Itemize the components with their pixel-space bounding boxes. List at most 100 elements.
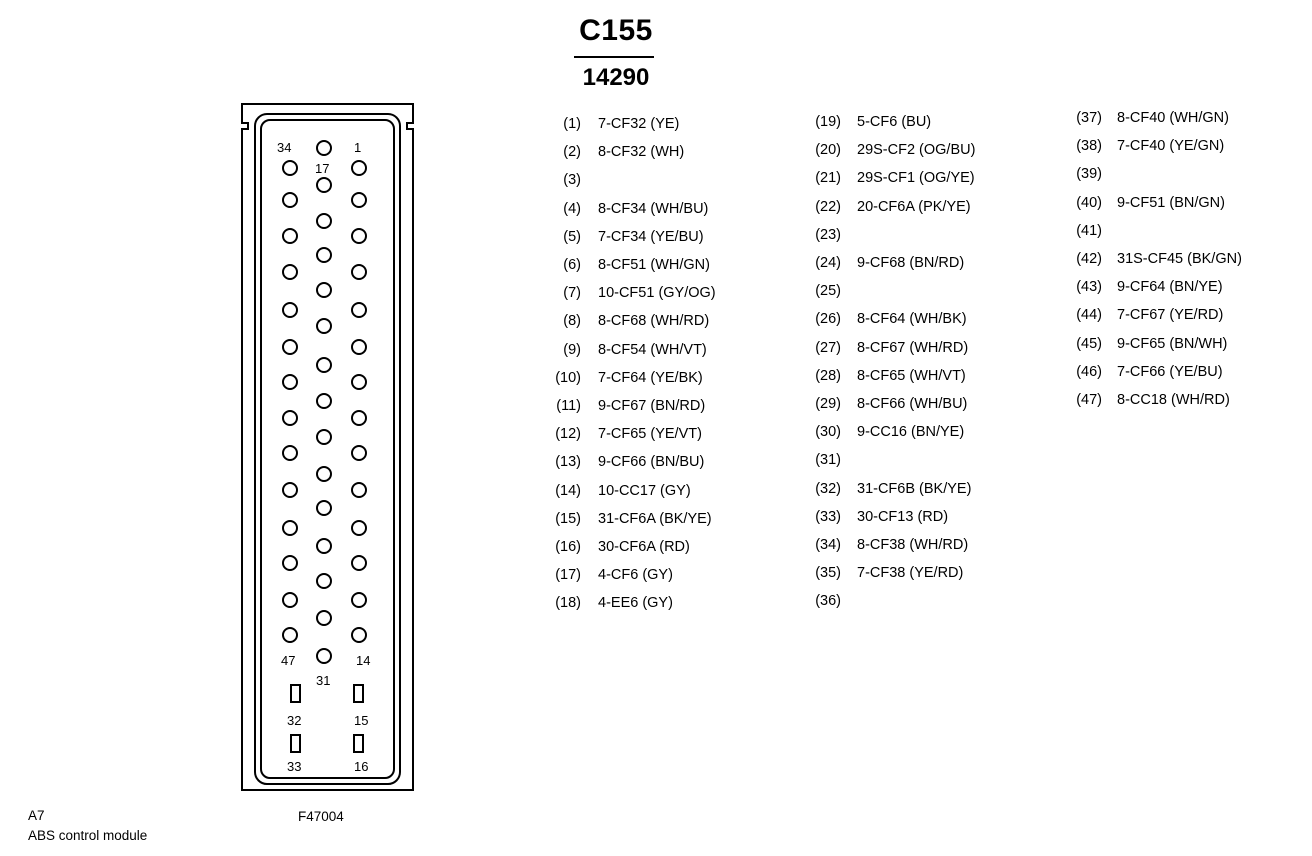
pin-cavity: [351, 410, 367, 426]
pin-cavity: [351, 160, 367, 176]
pin-circuit: 9-CF51 (BN/GN): [1117, 194, 1225, 211]
pin-cavity: [282, 160, 298, 176]
pin-number: (42): [1076, 251, 1102, 267]
pin-row: (9)8-CF54 (WH/VT): [0, 342, 1312, 362]
pin-row: (29)8-CF66 (WH/BU): [0, 396, 1312, 416]
pin-cavity: [282, 339, 298, 355]
pin-number: (38): [1076, 138, 1102, 155]
pin-circuit: 31-CF6B (BK/YE): [857, 480, 972, 497]
pin-number: (20): [815, 142, 841, 159]
pin-number: (8): [563, 313, 581, 330]
pin-circuit: 29S-CF1 (OG/YE): [857, 170, 975, 187]
pin-row: (45)9-CF65 (BN/WH): [0, 336, 1312, 356]
pin-row: (22)20-CF6A (PK/YE): [0, 199, 1312, 219]
face-label-47: 47: [281, 653, 295, 668]
pin-cavity: [351, 555, 367, 571]
pin-row: (12)7-CF65 (YE/VT): [0, 426, 1312, 446]
pin-row: (19)5-CF6 (BU): [0, 114, 1312, 134]
pin-cavity: [351, 302, 367, 318]
pin-cavity: [282, 445, 298, 461]
housing-outline: [241, 103, 414, 791]
pin-circuit: 8-CF68 (WH/RD): [598, 313, 710, 330]
pin-row: (26)8-CF64 (WH/BK): [0, 311, 1312, 331]
pin-cavity: [316, 648, 332, 664]
pin-number: (4): [563, 200, 581, 217]
pin-cavity: [282, 192, 298, 208]
pin-row: (35)7-CF38 (YE/RD): [0, 565, 1312, 585]
pin-number: (24): [815, 255, 841, 271]
pin-number: (36): [815, 593, 841, 610]
pin-number: (2): [563, 144, 581, 161]
face-label-34: 34: [277, 140, 291, 155]
pin-row: (41): [0, 223, 1312, 243]
pin-row: (21) 29S-CF1 (OG/YE): [0, 170, 1312, 190]
pin-row: (14)10-CC17 (GY): [0, 483, 1312, 503]
pin-cavities: [282, 140, 367, 753]
pin-cavity: [316, 573, 332, 589]
pin-number: (1): [563, 116, 581, 132]
face-label-1: 1: [354, 140, 361, 155]
pin-circuit: 8-CF32 (WH): [598, 144, 685, 161]
pin-row: (1) 7-CF32 (YE): [0, 116, 1312, 136]
pin-row: (24)9-CF68 (BN/RD): [0, 255, 1312, 275]
housing-cavity-border: [260, 119, 395, 779]
pin-number: (19): [815, 114, 841, 130]
pin-circuit: 8-CF67 (WH/RD): [857, 339, 969, 356]
pin-cavity: [316, 318, 332, 334]
pin-cavity: [282, 482, 298, 498]
pin-number: (15): [555, 510, 581, 527]
pin-cavity: [351, 228, 367, 244]
housing-inner-border: [254, 113, 401, 785]
pin-cavity: [351, 482, 367, 498]
pin-circuit: 9-CF66 (BN/BU): [598, 454, 705, 471]
pin-circuit: 29S-CF2 (OG/BU): [857, 142, 976, 159]
pin-circuit: 7-CF67 (YE/RD): [1117, 307, 1224, 324]
pin-row: (10) 7-CF64 (YE/BK): [0, 370, 1312, 390]
pin-number: (41): [1076, 222, 1102, 239]
pin-circuit: 7-CF64 (YE/BK): [598, 369, 703, 386]
pin-cavity: [282, 627, 298, 643]
pin-cavity: [316, 610, 332, 626]
pin-cavity: [282, 228, 298, 244]
pin-row: (47)8-CC18 (WH/RD): [0, 392, 1312, 412]
connector-part-number: 14290: [582, 64, 650, 91]
pin-circuit: 7-CF66 (YE/BU): [1117, 363, 1223, 380]
figure-id: F47004: [298, 809, 344, 824]
face-label-16: 16: [354, 759, 368, 774]
pin-row: (40)9-CF51 (BN/GN): [0, 195, 1312, 215]
pin-cavity: [316, 500, 332, 516]
pin-cavity: [316, 213, 332, 229]
pin-circuit: 7-CF40 (YE/GN): [1117, 138, 1225, 155]
pin-row: (33)30-CF13 (RD): [0, 509, 1312, 529]
pin-circuit: 8-CF40 (WH/GN): [1117, 110, 1229, 126]
pin-cavity: [351, 627, 367, 643]
pin-cavity: [282, 592, 298, 608]
pin-cavity: [316, 357, 332, 373]
pin-row: (36): [0, 593, 1312, 613]
pin-cavity: [316, 177, 332, 193]
pin-number: (25): [815, 283, 841, 300]
pin-row: (7)10-CF51 (GY/OG): [0, 285, 1312, 305]
pin-circuit: 10-CC17 (GY): [598, 482, 691, 499]
pin-number: (21): [815, 170, 841, 187]
pin-circuit: 7-CF32 (YE): [598, 116, 680, 132]
power-pin-slot: [353, 684, 364, 703]
pin-number: (16): [555, 539, 581, 555]
pin-number: (45): [1076, 335, 1102, 352]
pin-cavity: [282, 374, 298, 390]
pin-number: (43): [1076, 279, 1102, 296]
pin-number: (7): [563, 285, 581, 302]
pin-number: (11): [556, 398, 581, 414]
title-underline: [574, 56, 654, 58]
pin-row: (15)31-CF6A (BK/YE): [0, 511, 1312, 531]
pin-row: (23): [0, 227, 1312, 247]
pin-number: (46): [1076, 363, 1102, 380]
pin-circuit: 8-CF65 (WH/VT): [857, 367, 966, 384]
pin-cavity: [282, 302, 298, 318]
pin-number: (6): [563, 257, 581, 273]
component-ref: A7: [28, 808, 45, 823]
pin-number: (17): [555, 567, 581, 584]
pin-row: (34)8-CF38 (WH/RD): [0, 537, 1312, 557]
pin-circuit: 9-CF64 (BN/YE): [1117, 279, 1223, 296]
pin-number: (10): [555, 369, 581, 386]
